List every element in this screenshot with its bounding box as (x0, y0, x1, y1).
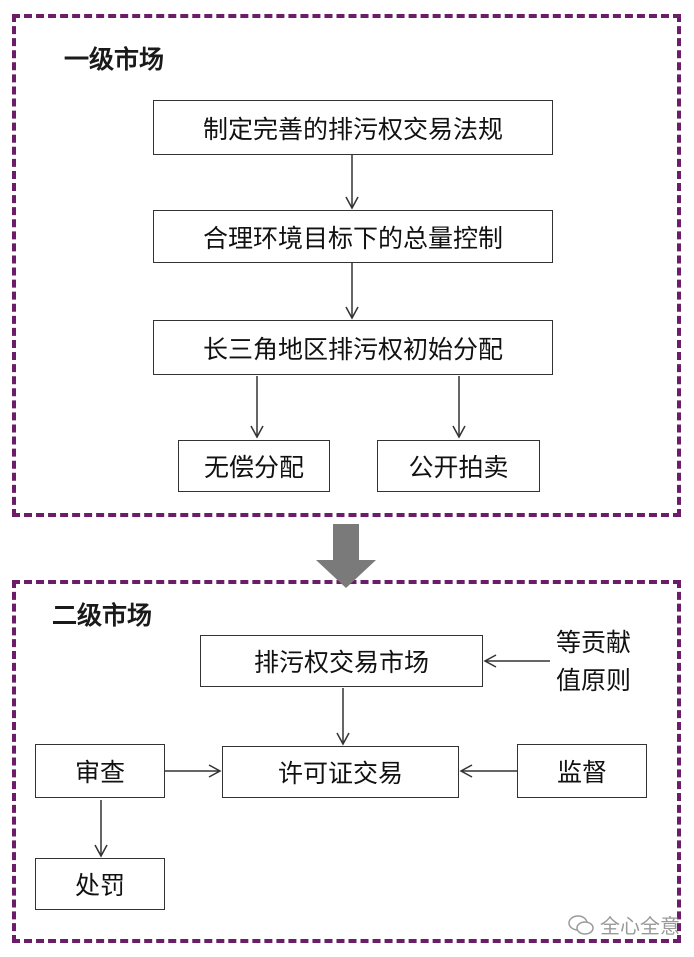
review-box: 审查 (35, 744, 165, 798)
primary-market-panel (12, 14, 681, 517)
principle-line-2: 值原则 (556, 666, 632, 695)
branch-public-auction: 公开拍卖 (377, 440, 540, 492)
step-total-control: 合理环境目标下的总量控制 (153, 210, 553, 263)
step-initial-allocation: 长三角地区排污权初始分配 (153, 320, 553, 375)
penalty-box: 处罚 (35, 858, 165, 910)
step-regulations: 制定完善的排污权交易法规 (153, 100, 553, 155)
permit-trading-box: 许可证交易 (222, 746, 459, 798)
principle-line-1: 等贡献 (556, 628, 632, 657)
down-arrow-icon (316, 524, 376, 588)
supervision-box: 监督 (517, 744, 647, 798)
watermark-text: 全心全意 (600, 914, 680, 938)
wechat-icon (568, 914, 594, 935)
branch-free-allocation: 无偿分配 (178, 440, 330, 492)
watermark: 全心全意 (568, 910, 680, 939)
primary-market-title: 一级市场 (64, 45, 165, 74)
secondary-market-title: 二级市场 (52, 601, 153, 630)
trading-market-box: 排污权交易市场 (200, 635, 483, 687)
